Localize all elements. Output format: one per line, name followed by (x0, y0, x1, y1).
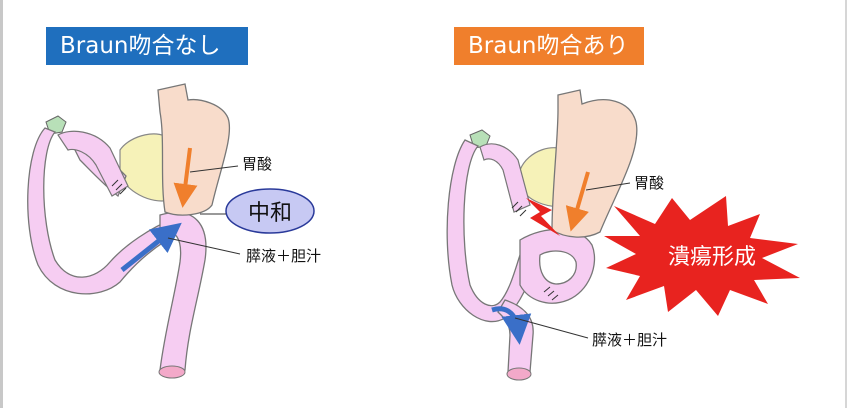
left-acid-label: 胃酸 (242, 155, 272, 173)
ulcer-label: 潰瘍形成 (668, 245, 756, 270)
neutralize-label: 中和 (248, 201, 292, 226)
right-juice-label: 膵液＋胆汁 (592, 331, 667, 349)
right-acid-label: 胃酸 (634, 174, 664, 192)
right-efferent-end (507, 368, 531, 380)
left-diagram: 中和 胃酸 膵液＋胆汁 (28, 84, 321, 378)
right-diagram: 潰瘍形成 胃酸 膵液＋胆汁 (447, 90, 800, 380)
right-braun-loop (520, 229, 595, 303)
left-stomach (158, 84, 229, 215)
left-juice-label: 膵液＋胆汁 (246, 247, 321, 265)
right-afferent-arm (480, 144, 530, 212)
left-efferent-end (159, 366, 185, 378)
